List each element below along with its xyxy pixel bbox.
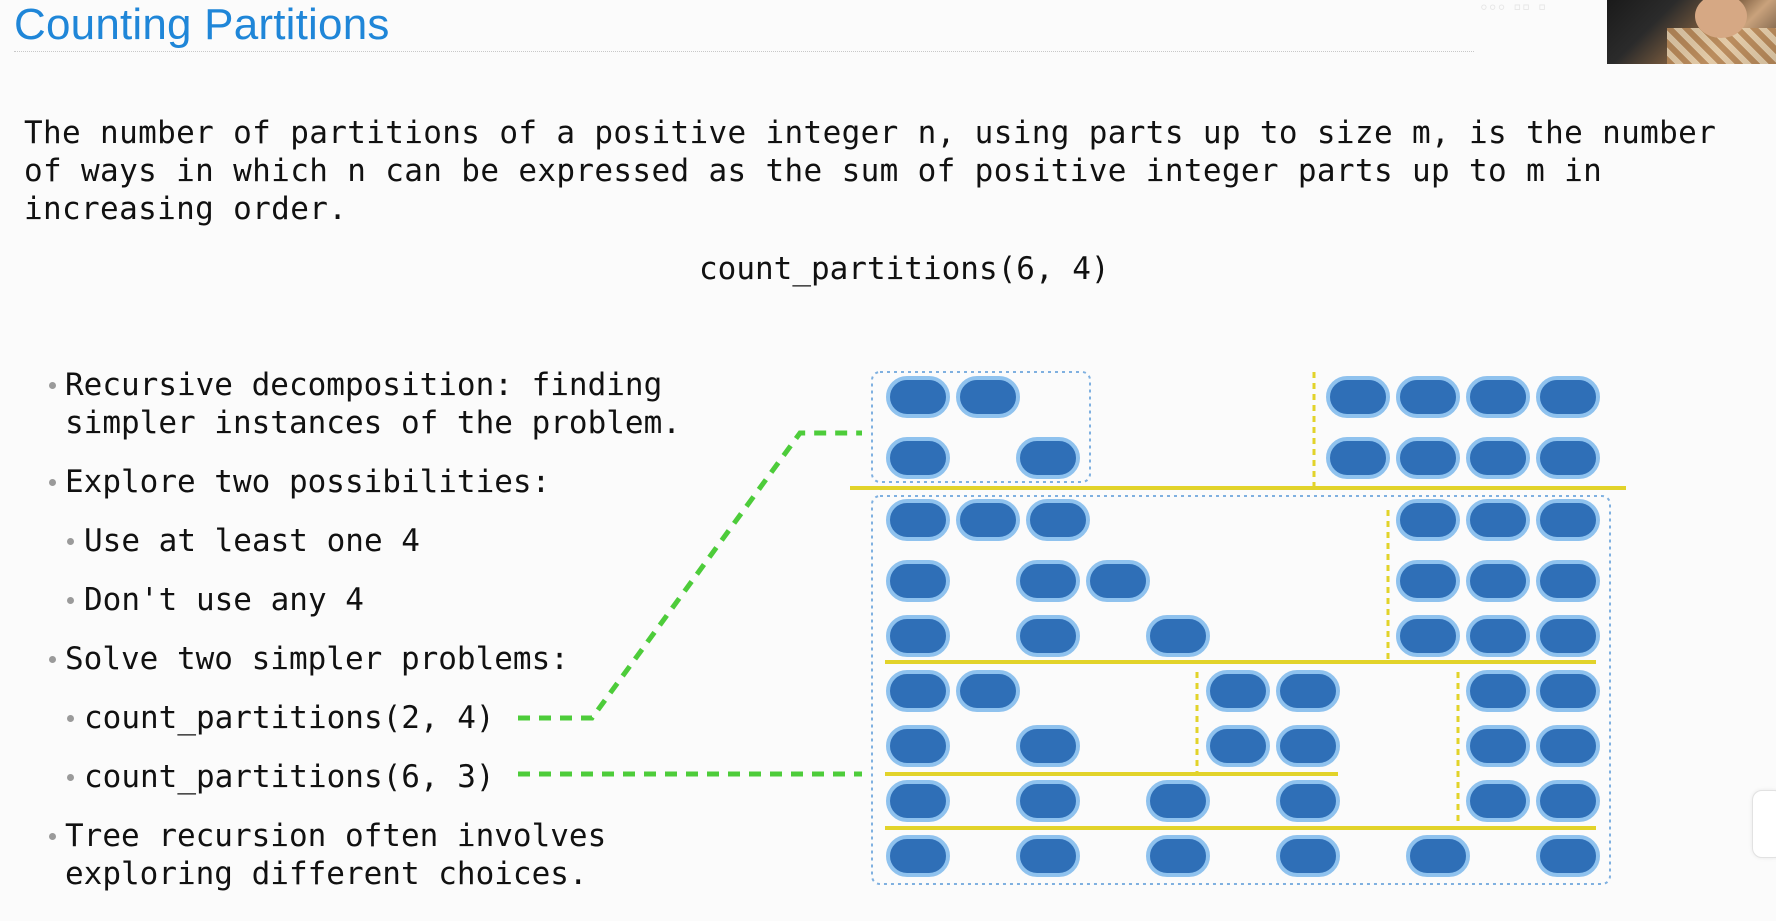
bullet-dot: [49, 656, 56, 663]
partition-unit-block: [1536, 725, 1600, 767]
sub-bullet-dot: [67, 597, 74, 604]
partition-unit-block: [1536, 780, 1600, 822]
partition-unit-block: [1146, 835, 1210, 877]
partition-unit-block: [1396, 376, 1460, 418]
partition-unit-block: [886, 835, 950, 877]
partition-unit-block: [886, 670, 950, 712]
sub-bullet-dot: [67, 538, 74, 545]
partition-unit-block: [1536, 499, 1600, 541]
partition-unit-block: [956, 670, 1020, 712]
partition-unit-block: [1326, 376, 1390, 418]
partition-unit-block: [886, 376, 950, 418]
partition-unit-block: [1536, 615, 1600, 657]
title-underline: [14, 51, 1474, 52]
partition-unit-block: [1086, 560, 1150, 602]
partition-unit-block: [1016, 780, 1080, 822]
partition-unit-block: [1026, 499, 1090, 541]
partition-unit-block: [1466, 499, 1530, 541]
partition-blocks: [886, 376, 1600, 877]
partition-unit-block: [1536, 376, 1600, 418]
presenter-webcam-image: [1607, 0, 1776, 64]
partition-unit-block: [1406, 835, 1470, 877]
partition-unit-block: [1466, 560, 1530, 602]
partition-unit-block: [1466, 780, 1530, 822]
presenter-shirt: [1667, 28, 1776, 64]
partition-unit-block: [1536, 560, 1600, 602]
partition-unit-block: [1536, 437, 1600, 479]
partition-unit-block: [1536, 835, 1600, 877]
scroll-handle[interactable]: [1752, 790, 1776, 858]
sub-bullet-text: count_partitions(2, 4): [84, 700, 495, 736]
presenter-face: [1695, 0, 1747, 38]
sub-bullet-dot: [67, 715, 74, 722]
slide-title: Counting Partitions: [14, 0, 390, 49]
partition-unit-block: [1396, 437, 1460, 479]
bullet-text: Solve two simpler problems:: [65, 641, 569, 677]
partition-unit-block: [1016, 835, 1080, 877]
bullet-text: Recursive decomposition: finding: [65, 367, 663, 403]
partition-unit-block: [1396, 499, 1460, 541]
partition-unit-block: [1466, 437, 1530, 479]
partition-unit-block: [1466, 615, 1530, 657]
bullet-text: Explore two possibilities:: [65, 464, 551, 500]
partition-unit-block: [1146, 780, 1210, 822]
bullet-text-continuation: exploring different choices.: [65, 856, 588, 892]
partition-unit-block: [1396, 615, 1460, 657]
bullet-dot: [49, 833, 56, 840]
partition-unit-block: [1276, 780, 1340, 822]
definition-paragraph: The number of partitions of a positive i…: [24, 115, 1717, 227]
partition-unit-block: [886, 615, 950, 657]
group-use-at-least-one-4-border: [871, 371, 1091, 483]
partition-unit-block: [956, 376, 1020, 418]
partition-unit-block: [1016, 725, 1080, 767]
sub-bullet-text: Don't use any 4: [84, 582, 364, 618]
partition-unit-block: [1016, 615, 1080, 657]
bullet-text-continuation: simpler instances of the problem.: [65, 405, 681, 441]
partition-unit-block: [1276, 725, 1340, 767]
partition-unit-block: [1016, 437, 1080, 479]
sub-bullet-text: count_partitions(6, 3): [84, 759, 495, 795]
bullet-dot: [49, 479, 56, 486]
partition-unit-block: [1466, 376, 1530, 418]
video-watermark: ◦◦◦ ▫▫ ▫: [1480, 0, 1548, 19]
partition-unit-block: [956, 499, 1020, 541]
partition-unit-block: [1276, 670, 1340, 712]
partition-unit-block: [1206, 670, 1270, 712]
partition-unit-block: [1206, 725, 1270, 767]
partition-unit-block: [1536, 670, 1600, 712]
sub-bullet-dot: [67, 774, 74, 781]
partition-unit-block: [1146, 615, 1210, 657]
example-call: count_partitions(6, 4): [699, 251, 1110, 287]
bullet-text: Tree recursion often involves: [65, 818, 607, 854]
partition-unit-block: [886, 560, 950, 602]
partition-unit-block: [886, 499, 950, 541]
partition-unit-block: [1016, 560, 1080, 602]
partition-unit-block: [1276, 835, 1340, 877]
partition-unit-block: [1466, 725, 1530, 767]
partition-unit-block: [1466, 670, 1530, 712]
partition-unit-block: [886, 437, 950, 479]
connector-count-partitions-2-4: [518, 430, 862, 721]
partition-unit-block: [886, 725, 950, 767]
sub-bullet-text: Use at least one 4: [84, 523, 420, 559]
partition-unit-block: [886, 780, 950, 822]
partition-unit-block: [1326, 437, 1390, 479]
partition-unit-block: [1396, 560, 1460, 602]
bullet-dot: [49, 382, 56, 389]
group-dont-use-any-4-border: [871, 495, 1611, 885]
